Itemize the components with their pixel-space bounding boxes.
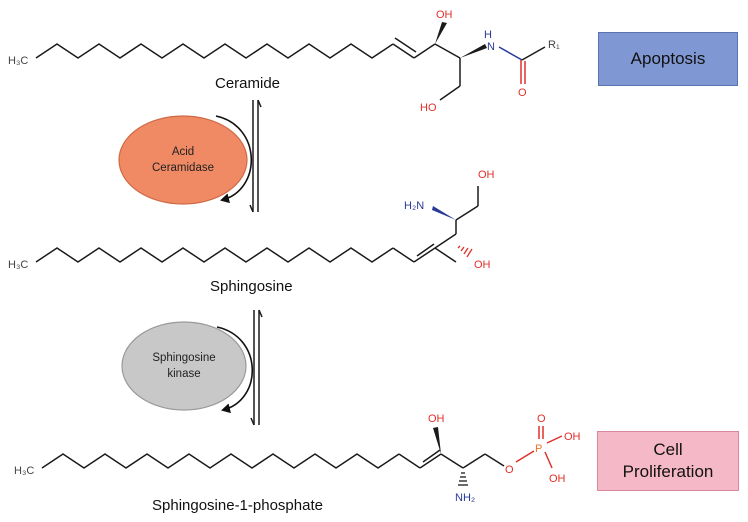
ceramide-name: Ceramide [215,75,280,92]
apoptosis-label: Apoptosis [630,49,706,68]
acid-ceramidase-line1: Acid [172,146,194,158]
s1p-oh2-label: OH [549,473,566,485]
ceramide-o-label: O [518,87,527,99]
s1p-p-label: P [535,443,542,455]
s1p-o-ester-label: O [505,464,514,476]
s1p-chain [41,453,400,469]
s1p-oh1-label: OH [564,431,581,443]
reaction-arrows-1 [215,99,262,213]
enzyme-sphingosine-kinase: Sphingosine kinase [121,321,247,411]
enzyme-acid-ceramidase: Acid Ceramidase [118,115,248,205]
ceramide-r1-label: R₁ [548,39,560,51]
sphingosine-kinase-arrow [216,326,254,414]
ceramide-oh-label: OH [436,9,453,21]
ceramide-nh-h-label: H [484,29,492,41]
s1p-structure: H₃C OH NH₂ O P O OH OH [14,413,581,504]
sphingosine-chain [35,247,394,263]
acid-ceramidase-line2: Ceramidase [152,162,214,174]
s1p-nh2-label: NH₂ [455,492,475,504]
sphingosine-structure: H₃C OH H₂N OH [8,169,495,271]
acid-ceramidase-arrow [215,115,253,204]
sphingosine-nh2-label: H₂N [404,200,424,212]
s1p-name: Sphingosine-1-phosphate [152,497,323,514]
sphingosine-oh-top-label: OH [478,169,495,181]
reaction-arrows-2 [216,309,263,426]
ceramide-structure: H₃C OH H N R₁ O HO [8,9,560,114]
ceramide-n-label: N [487,41,495,53]
ceramide-chain [35,43,394,59]
ceramide-ho-label: HO [420,102,437,114]
sphingosine-oh-label: OH [474,259,491,271]
sphingosine-ch3-label: H₃C [8,259,28,271]
proliferation-line2: Proliferation [622,462,714,481]
cell-proliferation-box: Cell Proliferation [597,431,739,491]
apoptosis-box: Apoptosis [598,32,738,86]
sphingosine-name: Sphingosine [210,278,293,295]
s1p-oh-label: OH [428,413,445,425]
ceramide-ch3-label: H₃C [8,55,28,67]
s1p-ch3-label: H₃C [14,465,34,477]
proliferation-line1: Cell [653,440,683,459]
sphingosine-kinase-line2: kinase [167,368,200,380]
sphingosine-kinase-line1: Sphingosine [152,352,215,364]
s1p-o-double-label: O [537,413,546,425]
